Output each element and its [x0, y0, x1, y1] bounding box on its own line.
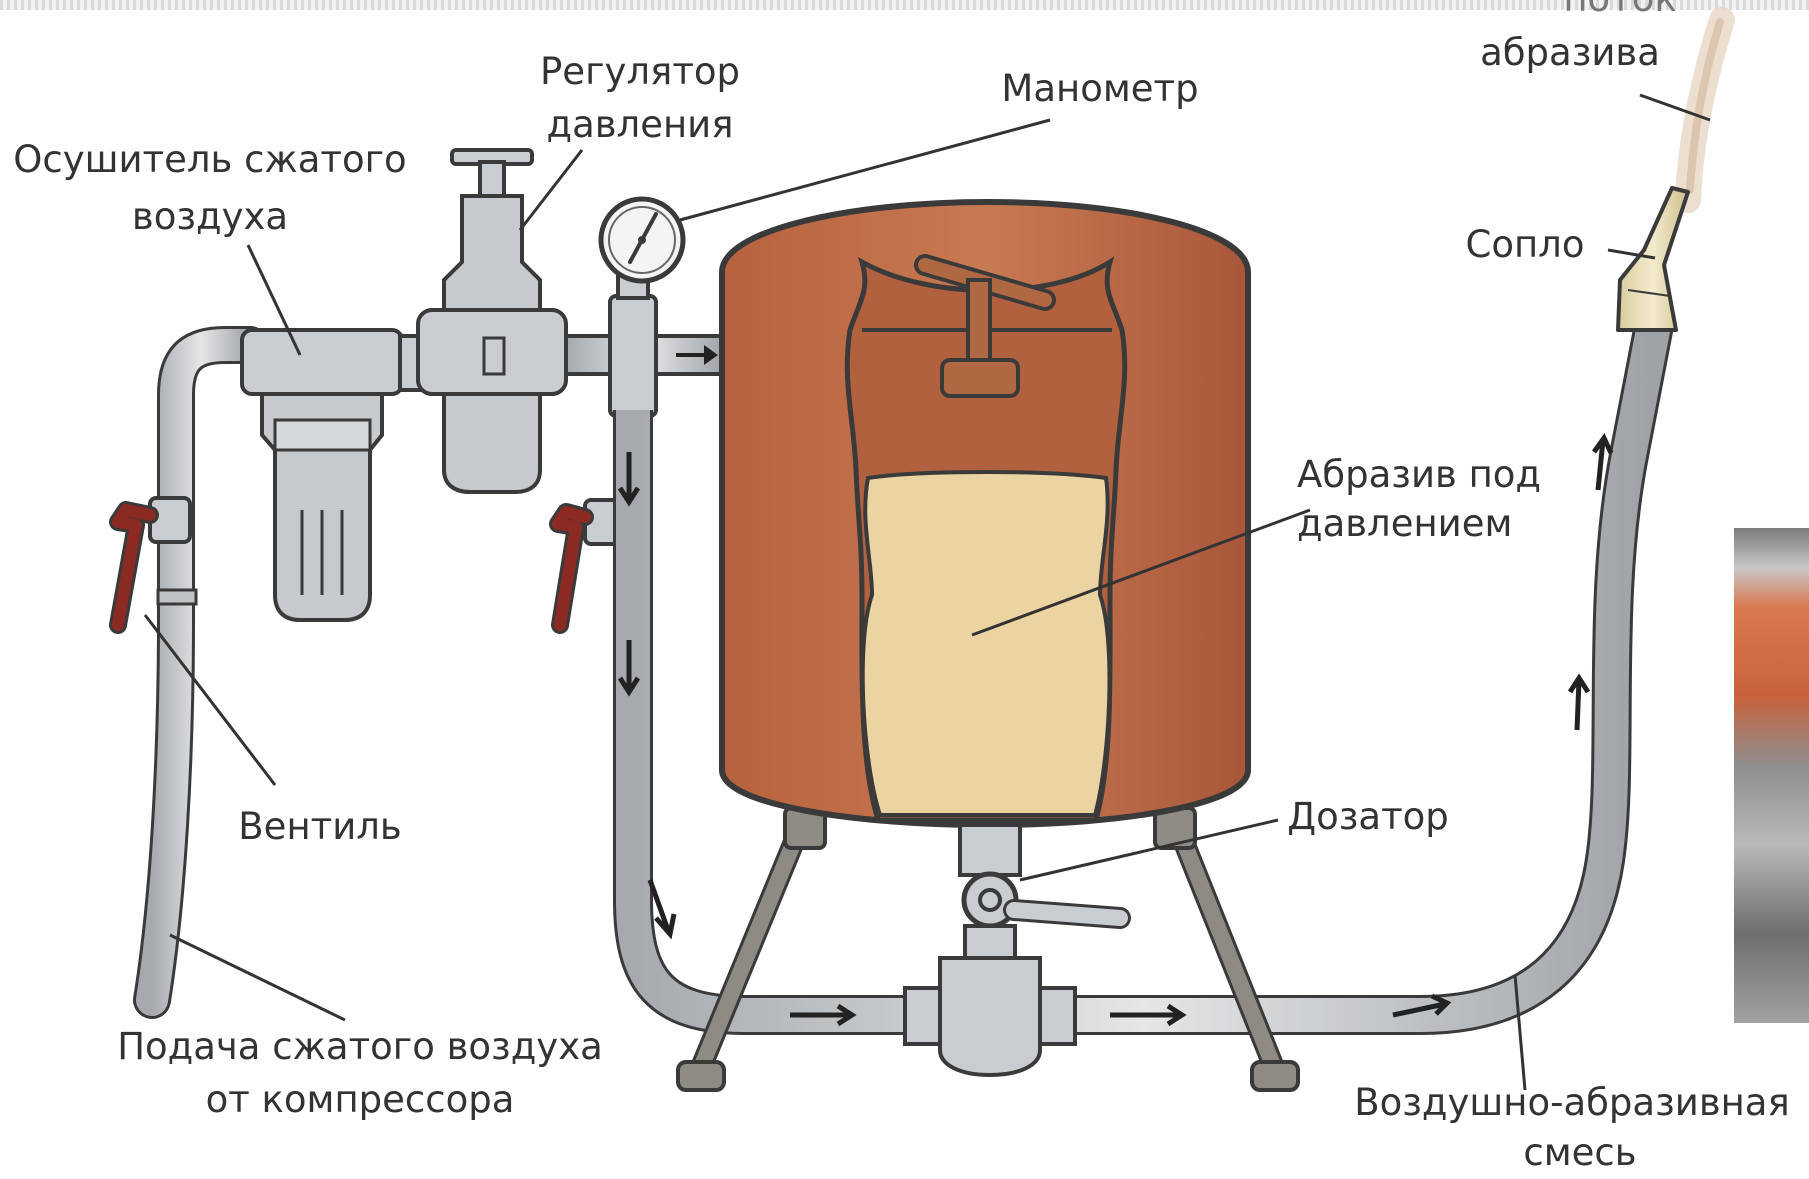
pressure-regulator-label-line1: Регулятор [520, 45, 760, 98]
air-supply-label-line2: от компрессора [180, 1073, 540, 1126]
dryer-label-line1: Осушитель сжатого [0, 133, 420, 186]
doser-label: Дозатор [1268, 790, 1468, 843]
doser-valve [905, 825, 1120, 1075]
mixture-label-line2: смесь [1460, 1126, 1700, 1179]
abrasive-fill [863, 472, 1110, 815]
nozzle-stream-label-partial: поток [1490, 0, 1750, 25]
valve-label: Вентиль [210, 800, 430, 853]
air-supply-hose [152, 345, 250, 1000]
nozzle-stream-label: абразива [1450, 26, 1690, 79]
manometer-label: Манометр [980, 62, 1220, 115]
abrasive-tank [722, 202, 1248, 825]
abrasive-stream [1688, 20, 1722, 200]
nozzle-label: Сопло [1440, 218, 1610, 271]
air-dryer [242, 330, 402, 620]
pressure-gauge-icon [601, 199, 683, 281]
pressure-regulator-label-line2: давления [520, 98, 760, 151]
abrasive-label-line2: давлением [1297, 497, 1597, 550]
air-supply-label-line1: Подача сжатого воздуха [100, 1020, 620, 1073]
mixture-label-line1: Воздушно-абразивная [1335, 1076, 1809, 1129]
abrasive-label-line1: Абразив под [1297, 448, 1597, 501]
dryer-label-line2: воздуха [100, 190, 320, 243]
photo-inset [1734, 528, 1809, 1023]
tee-junction [566, 268, 726, 416]
